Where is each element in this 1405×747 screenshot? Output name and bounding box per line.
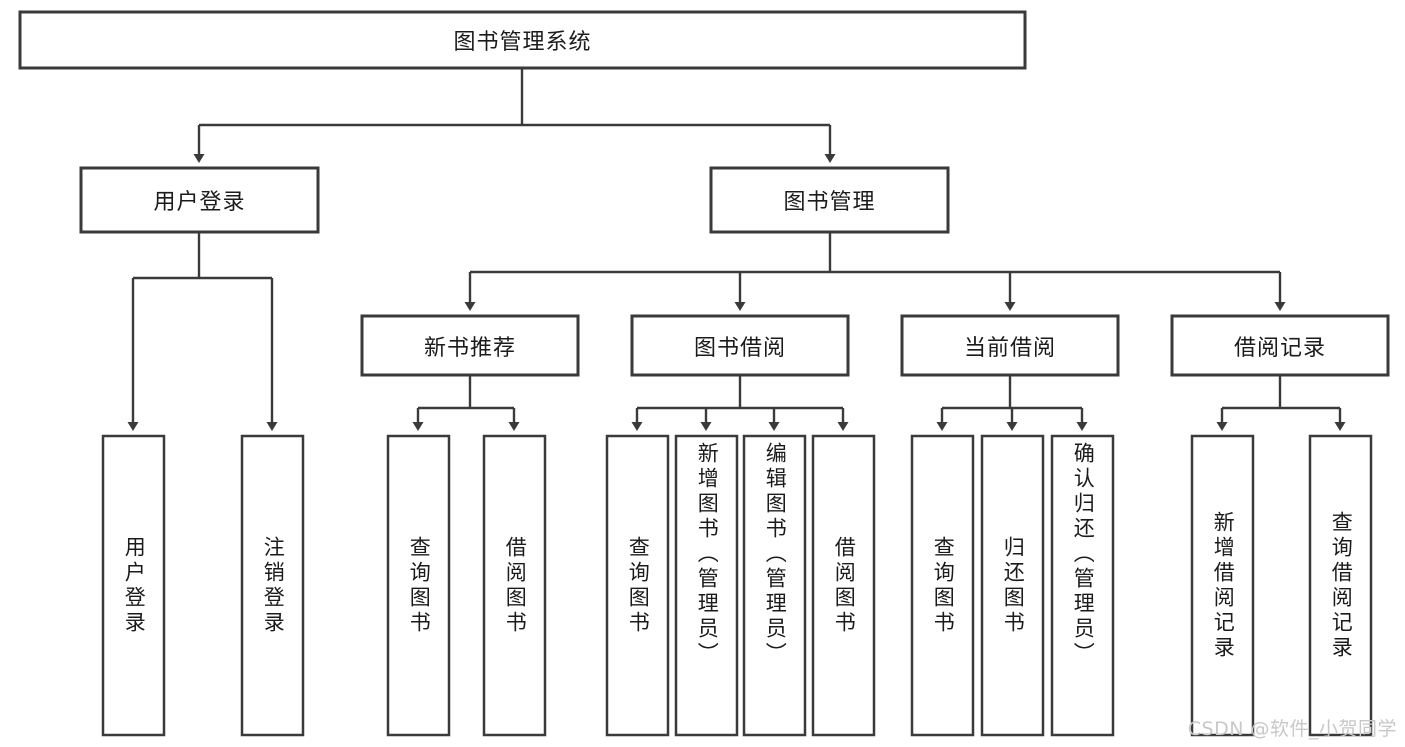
box-leaf-return-book[interactable] xyxy=(980,434,1045,737)
box-borrow-record[interactable] xyxy=(1170,314,1390,377)
connector-edges xyxy=(127,68,1346,431)
box-leaf-edit-book-admin[interactable] xyxy=(742,434,807,737)
box-leaf-confirm-return-admin[interactable] xyxy=(1050,434,1115,737)
box-root-system[interactable] xyxy=(18,10,1027,70)
box-book-borrow[interactable] xyxy=(630,314,850,377)
box-leaf-query-borrow-record[interactable] xyxy=(1308,434,1373,737)
box-user-login[interactable] xyxy=(79,166,320,234)
box-current-borrow[interactable] xyxy=(900,314,1120,377)
box-new-book-recommend[interactable] xyxy=(360,314,580,377)
box-leaf-borrow-book-rec[interactable] xyxy=(482,434,547,737)
node-boxes xyxy=(18,10,1390,737)
box-book-management[interactable] xyxy=(709,166,950,234)
box-leaf-borrow-book[interactable] xyxy=(811,434,876,737)
box-leaf-logout[interactable] xyxy=(240,434,305,737)
box-leaf-add-borrow-record[interactable] xyxy=(1190,434,1255,737)
box-leaf-query-book-current[interactable] xyxy=(910,434,975,737)
box-leaf-add-book-admin[interactable] xyxy=(674,434,739,737)
box-leaf-query-book-rec[interactable] xyxy=(386,434,451,737)
box-leaf-user-login[interactable] xyxy=(101,434,166,737)
csdn-watermark: CSDN @软件_小贺同学 xyxy=(1187,718,1397,740)
box-leaf-query-book-borrow[interactable] xyxy=(605,434,670,737)
